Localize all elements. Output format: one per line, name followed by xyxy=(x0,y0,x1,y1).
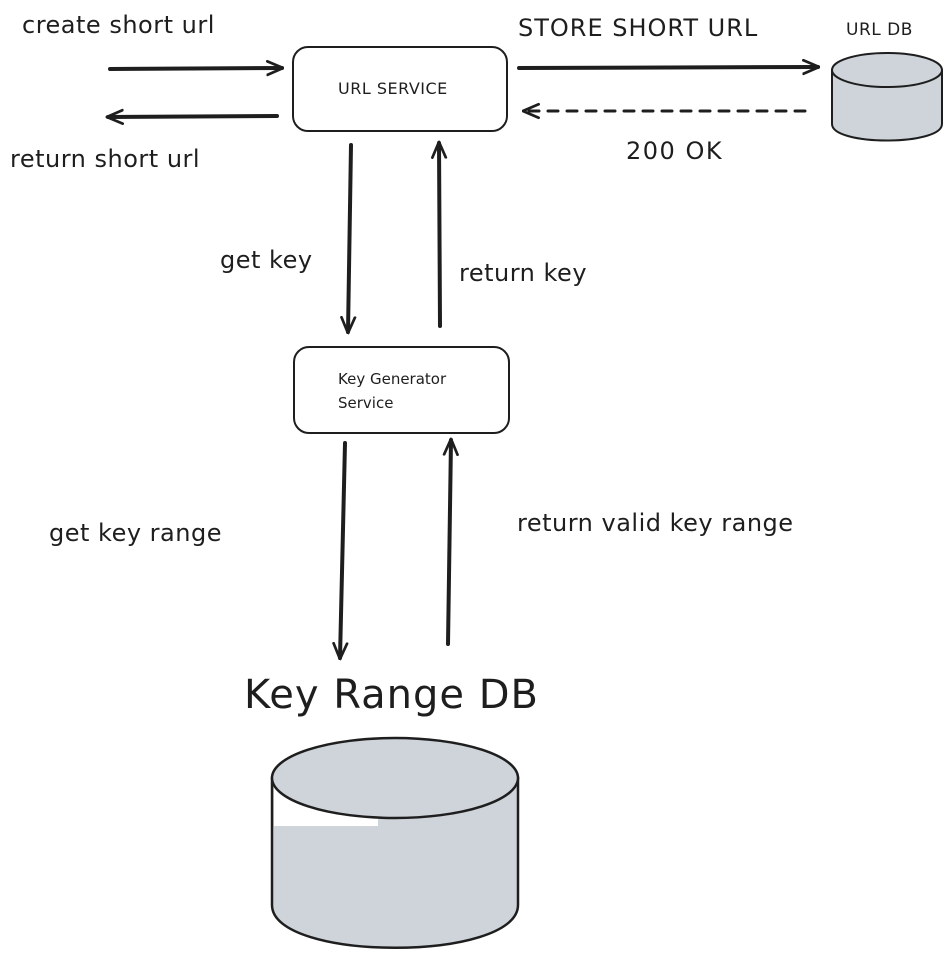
create-short-url-label: create short url xyxy=(22,11,215,39)
key-generator-service-box: Key Generator Service xyxy=(293,346,510,434)
url-db-label: URL DB xyxy=(846,20,913,40)
get-key-label: get key xyxy=(220,246,313,274)
key-generator-label-line1: Key Generator xyxy=(338,370,447,388)
get-key-range-label: get key range xyxy=(49,519,222,547)
url-db-cylinder xyxy=(831,52,943,142)
arrow-return-short-url xyxy=(108,116,279,117)
url-service-label: URL SERVICE xyxy=(338,79,448,98)
url-service-box: URL SERVICE xyxy=(292,46,508,132)
key-range-db-label: Key Range DB xyxy=(244,672,539,718)
arrow-return-valid-key-range xyxy=(448,440,451,646)
arrow-create-short-url xyxy=(108,68,282,69)
arrow-get-key xyxy=(348,143,351,332)
return-key-label: return key xyxy=(459,259,588,287)
store-short-url-label: STORE SHORT URL xyxy=(518,14,759,42)
arrow-store-short-url xyxy=(517,67,818,68)
arrow-get-key-range xyxy=(340,441,345,658)
return-short-url-label: return short url xyxy=(10,145,201,173)
ok-200-label: 200 OK xyxy=(626,137,724,165)
key-generator-label-line2: Service xyxy=(338,394,394,412)
arrow-return-key xyxy=(439,143,440,328)
return-valid-key-range-label: return valid key range xyxy=(517,509,794,537)
key-range-db-cylinder xyxy=(270,736,520,949)
